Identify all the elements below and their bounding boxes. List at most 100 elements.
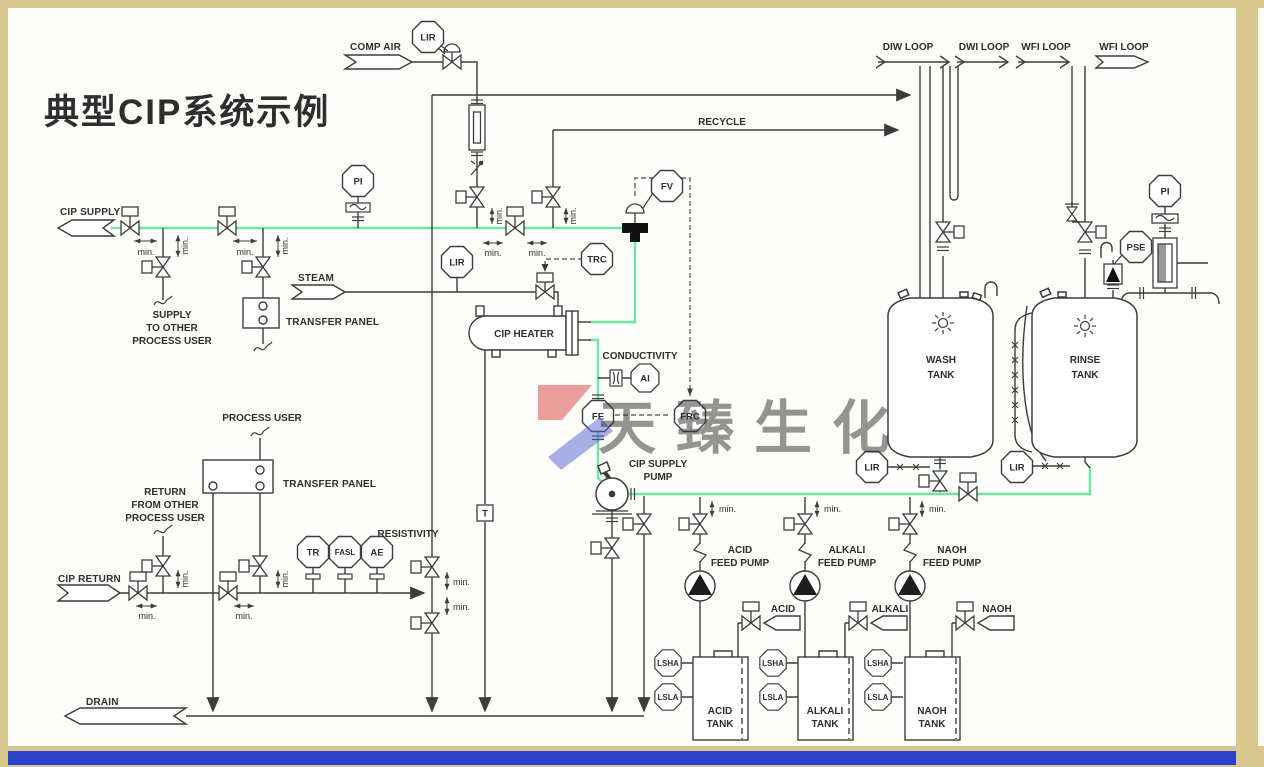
instrument-tr: TR xyxy=(296,535,330,569)
min-label: min. xyxy=(824,504,841,514)
diw-loop-label: DIW LOOP xyxy=(883,42,934,53)
cip-supply-connector xyxy=(56,219,117,237)
svg-text:PI: PI xyxy=(1161,187,1170,198)
svg-text:FASL: FASL xyxy=(335,548,356,557)
t-trap: T xyxy=(476,504,494,522)
alkali-connector xyxy=(869,615,908,631)
instrument-lir-rinse: LIR xyxy=(1000,450,1034,484)
steam-connector xyxy=(289,284,347,300)
transfer-panel-top-label: TRANSFER PANEL xyxy=(286,317,379,328)
min-label: min. xyxy=(494,207,504,224)
min-label: min. xyxy=(280,570,290,587)
svg-text:LIR: LIR xyxy=(864,463,879,474)
drain-label: DRAIN xyxy=(86,697,119,708)
naoh-tank xyxy=(904,650,961,741)
cip-return-label: CIP RETURN xyxy=(58,574,121,585)
dwi-loop-label: DWI LOOP xyxy=(959,42,1010,53)
svg-text:LIR: LIR xyxy=(420,33,435,44)
min-label: min. xyxy=(138,611,155,621)
rinse-top-sample-valve xyxy=(1065,203,1079,222)
stream-connectors xyxy=(56,54,1150,725)
cip-supply-pump xyxy=(592,460,632,515)
fv-control-valve xyxy=(622,192,654,242)
svg-text:LSHA: LSHA xyxy=(657,659,679,668)
instrument-fv: FV xyxy=(650,169,684,203)
page-title: 典型CIP系统示例 xyxy=(44,93,330,132)
supply-to-other-label: PROCESS USER xyxy=(132,336,212,347)
acid-tank-label: TANK xyxy=(706,719,734,730)
wfi-loop2-connector xyxy=(1094,55,1150,69)
instrument-lsla-alkali: LSLA xyxy=(759,683,787,711)
cip-heater xyxy=(468,305,591,358)
instrument-lsla-naoh: LSLA xyxy=(864,683,892,711)
min-label: min. xyxy=(453,577,470,587)
cip-supply-label: CIP SUPPLY xyxy=(60,207,120,218)
acid-tank-label: ACID xyxy=(708,706,732,717)
pi-left-seal-icon xyxy=(345,202,371,213)
svg-text:FRC: FRC xyxy=(680,412,700,423)
naoh-feed-pump xyxy=(894,570,926,602)
svg-text:FV: FV xyxy=(661,182,674,193)
wfi-loop2-label: WFI LOOP xyxy=(1099,42,1149,53)
cip-supply-pump-label: PUMP xyxy=(644,472,673,483)
svg-text:TR: TR xyxy=(307,548,320,559)
footer-bar xyxy=(8,751,1236,765)
acid-feed-pump-label: FEED PUMP xyxy=(711,558,770,569)
compair-control-valve xyxy=(439,43,462,71)
alkali-feed-pump xyxy=(789,570,821,602)
watermark-logo-blue xyxy=(548,417,613,470)
rinse-tank-label: TANK xyxy=(1071,370,1099,381)
alkali-label: ALKALI xyxy=(872,604,909,615)
naoh-feed-pump-label: FEED PUMP xyxy=(923,558,982,569)
transfer-panel-top xyxy=(242,297,280,329)
wash-tank-label: WASH xyxy=(926,355,956,366)
naoh-feed-pump-label: NAOH xyxy=(937,545,966,556)
check-valve-icon xyxy=(470,160,484,176)
watermark-text: 天臻生化 xyxy=(598,396,910,461)
conductivity-label: CONDUCTIVITY xyxy=(603,351,678,362)
naoh-tank-label: TANK xyxy=(918,719,946,730)
rinse-tank xyxy=(1031,287,1138,458)
rotameter xyxy=(468,104,486,151)
return-from-other-label: FROM OTHER xyxy=(131,500,199,511)
svg-text:T: T xyxy=(482,509,488,520)
min-label: min. xyxy=(484,248,501,258)
alkali-tank-label: ALKALI xyxy=(807,706,844,717)
rinse-tank-label: RINSE xyxy=(1070,355,1101,366)
instrument-fasl: FASL xyxy=(328,535,362,569)
svg-text:LIR: LIR xyxy=(1009,463,1024,474)
instrument-trc: TRC xyxy=(580,242,614,276)
return-from-other-label: PROCESS USER xyxy=(125,513,205,524)
min-label: min. xyxy=(528,248,545,258)
instrument-lsha-acid: LSHA xyxy=(654,649,682,677)
instrument-frc: FRC xyxy=(673,399,707,433)
svg-text:LSHA: LSHA xyxy=(762,659,784,668)
drain-connector xyxy=(63,707,189,725)
signal-arrow xyxy=(541,264,549,272)
vent-filter xyxy=(1151,213,1179,289)
instrument-ae: AE xyxy=(360,535,394,569)
svg-text:PSE: PSE xyxy=(1126,243,1145,254)
svg-text:FE: FE xyxy=(592,412,604,423)
frame-right xyxy=(1236,0,1258,767)
min-label: min. xyxy=(453,602,470,612)
transfer-panel-bottom-label: TRANSFER PANEL xyxy=(283,479,376,490)
acid-tank xyxy=(692,650,749,741)
wash-tank xyxy=(887,288,994,458)
instrument-lsla-acid: LSLA xyxy=(654,683,682,711)
min-label: min. xyxy=(568,207,578,224)
svg-text:TRC: TRC xyxy=(587,255,607,266)
instrument-lsha-alkali: LSHA xyxy=(759,649,787,677)
return-from-other-label: RETURN xyxy=(144,487,186,498)
instrument-lir-wash: LIR xyxy=(855,450,889,484)
acid-label: ACID xyxy=(771,604,795,615)
alkali-tank xyxy=(797,650,854,741)
supply-to-other-label: TO OTHER xyxy=(146,323,198,334)
cip-return-connector xyxy=(56,584,122,602)
labels: COMP AIR CIP SUPPLY STEAM CIP RETURN DRA… xyxy=(58,42,1149,730)
svg-text:LSLA: LSLA xyxy=(868,693,889,702)
instrument-pi-left: PI xyxy=(341,164,375,198)
alkali-feed-pump-label: FEED PUMP xyxy=(818,558,877,569)
